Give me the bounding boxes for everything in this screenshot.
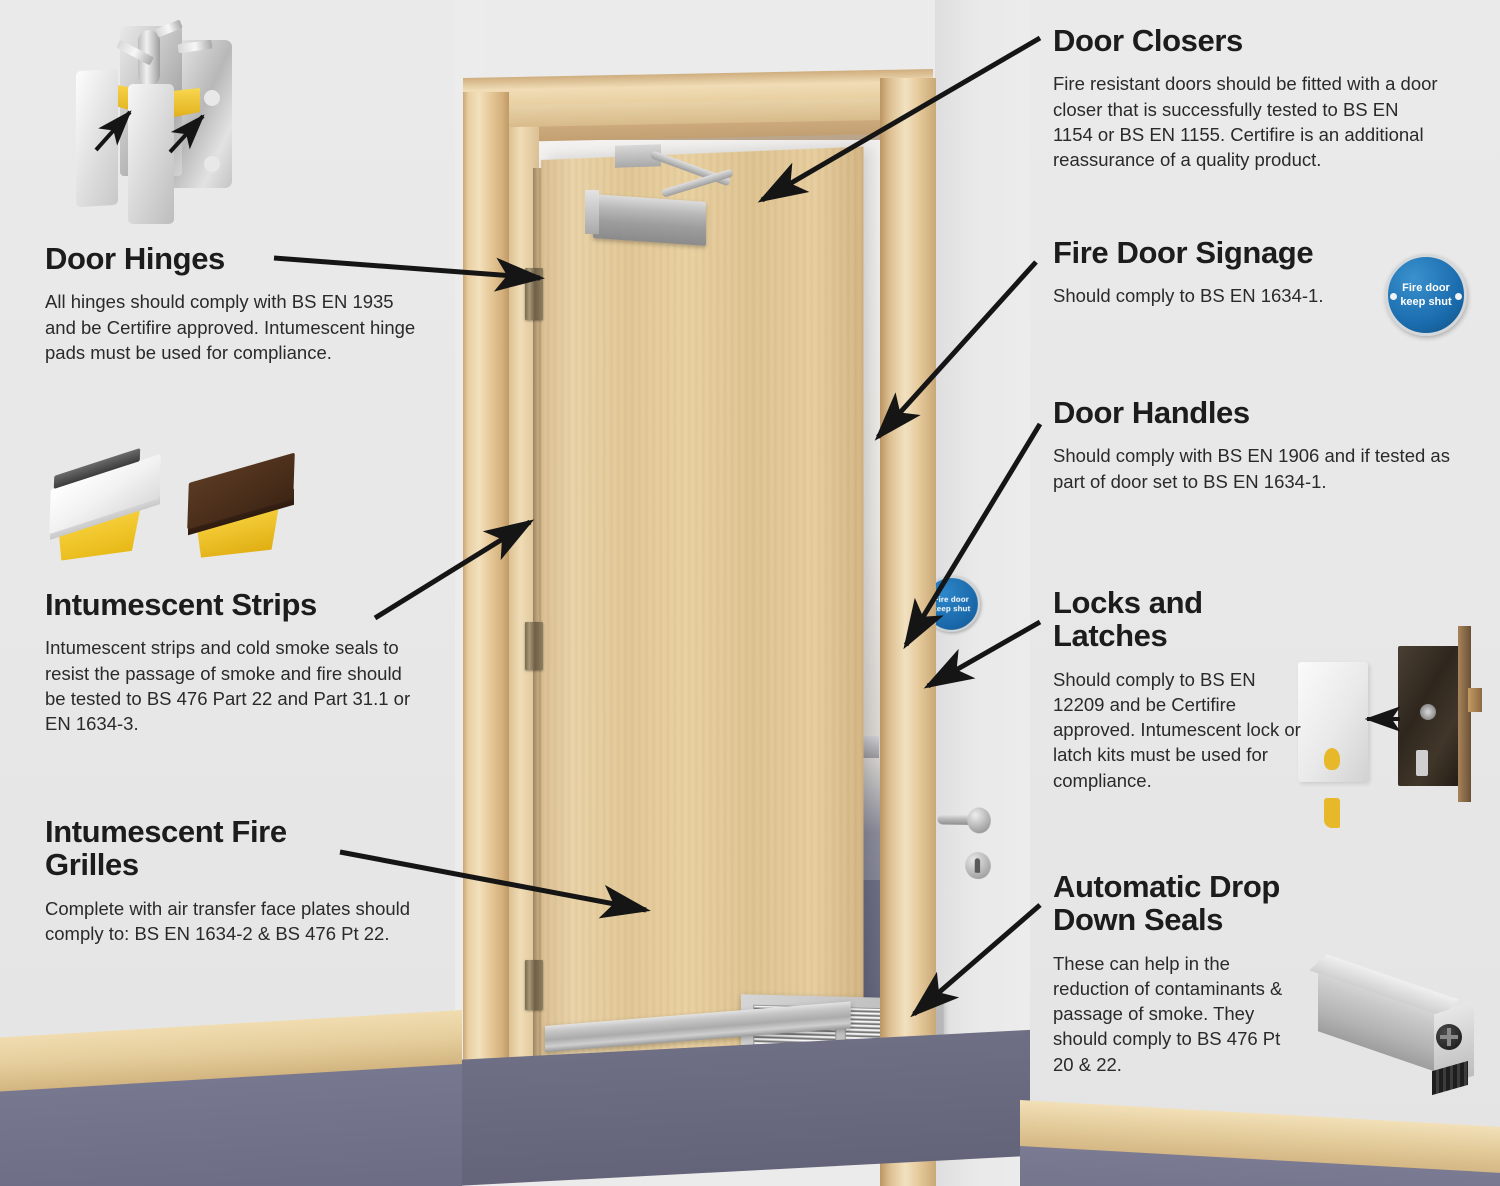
section-automatic-drop-down-seals: Automatic Drop Down Seals These can help… [1053, 870, 1333, 1077]
section-title: Automatic Drop Down Seals [1053, 869, 1280, 938]
section-body: Should comply to BS EN 1634-1. [1053, 285, 1324, 307]
section-title: Fire Door Signage [1053, 235, 1314, 270]
section-door-closers: Door Closers Fire resistant doors should… [1053, 24, 1441, 172]
door-hinge-middle [525, 622, 543, 670]
section-body: These can help in the reduction of conta… [1053, 952, 1283, 1075]
sign-line-1: Fire door [1402, 281, 1450, 294]
lock-and-latch-product-image [1292, 618, 1500, 828]
section-intumescent-strips: Intumescent Strips Intumescent strips an… [45, 588, 425, 736]
hinge-product-image [72, 4, 238, 226]
section-door-hinges: Door Hinges All hinges should comply wit… [45, 242, 425, 365]
sign-line-2: keep shut [1400, 296, 1452, 308]
section-fire-door-signage: Fire Door Signage Should comply to BS EN… [1053, 236, 1323, 309]
hinge-pad-sheet [128, 84, 174, 224]
mortice-lock-body [1398, 646, 1460, 786]
section-title: Door Hinges [45, 241, 225, 276]
handle-rose [967, 807, 991, 834]
section-title: Door Closers [1053, 23, 1243, 58]
architrave-left [463, 92, 509, 1122]
section-body: Should comply with BS EN 1906 and if tes… [1053, 445, 1450, 492]
section-title: Door Handles [1053, 395, 1250, 430]
fire-door-leaf: Fire door keep shut [541, 146, 991, 1156]
door-hinge-bottom [525, 960, 543, 1010]
lock-kit-cutout [1324, 798, 1340, 828]
section-title: Intumescent Strips [45, 587, 317, 622]
section-door-handles: Door Handles Should comply with BS EN 19… [1053, 396, 1473, 494]
architrave-right [880, 78, 936, 1186]
lock-kit-cutout [1324, 748, 1340, 770]
section-body: Intumescent strips and cold smoke seals … [45, 637, 411, 734]
section-body: Fire resistant doors should be fitted wi… [1053, 73, 1438, 170]
section-locks-and-latches: Locks and Latches Should comply to BS EN… [1053, 586, 1303, 793]
drop-down-seal-product-image [1309, 954, 1494, 1108]
section-body: Complete with air transfer face plates s… [45, 897, 411, 945]
door-hinge-top [525, 268, 543, 320]
hinge-pad-sheet [76, 68, 118, 208]
door-closer-body [593, 194, 706, 246]
lock-latch-bolt [1468, 688, 1482, 712]
fire-door-signage-product-image: Fire door keep shut [1385, 254, 1467, 336]
intumescent-strips-product-image [44, 447, 295, 570]
section-body: All hinges should comply with BS EN 1935… [45, 291, 416, 363]
section-title: Locks and Latches [1053, 585, 1203, 654]
sign-line-1: Fire door [933, 594, 969, 604]
section-body: Should comply to BS EN 12209 and be Cert… [1053, 668, 1301, 791]
lock-forend-plate [1458, 626, 1471, 802]
fire-door-photo: Fire door keep shut [455, 0, 1030, 1186]
keyhole-escutcheon [965, 851, 991, 880]
seal-adjustment-screw [1436, 1024, 1462, 1050]
section-title: Intumescent Fire Grilles [45, 814, 287, 883]
sign-line-2: keep shut [932, 603, 971, 614]
intumescent-lock-kit [1298, 662, 1368, 828]
section-intumescent-fire-grilles: Intumescent Fire Grilles Complete with a… [45, 815, 425, 946]
